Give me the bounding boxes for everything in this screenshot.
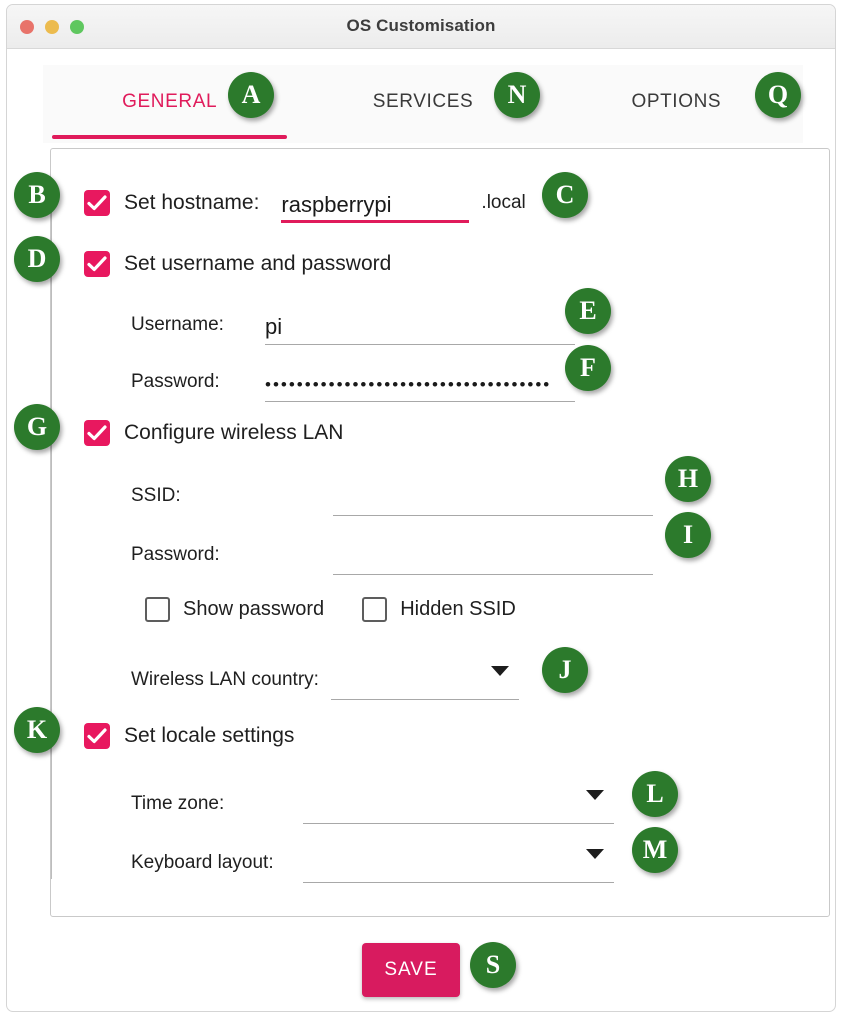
annotation-marker-q: Q [755, 72, 801, 118]
annotation-marker-m: M [632, 827, 678, 873]
user-password-input-value: •••••••••••••••••••••••••••••••••••• [265, 376, 552, 394]
timezone-dropdown[interactable] [303, 784, 614, 824]
annotation-marker-c: C [542, 172, 588, 218]
username-input-value: pi [265, 316, 283, 339]
set-hostname-checkbox[interactable] [84, 190, 110, 216]
set-username-password-row: Set username and password [84, 251, 391, 277]
annotation-marker-b: B [14, 172, 60, 218]
ssid-input-underline [333, 515, 653, 516]
annotation-marker-h: H [665, 456, 711, 502]
close-button[interactable] [20, 20, 34, 34]
set-username-password-checkbox[interactable] [84, 251, 110, 277]
window-title: OS Customisation [346, 16, 496, 35]
wifi-password-label: Password: [131, 544, 220, 565]
timezone-label: Time zone: [131, 793, 225, 814]
user-password-row: Password: ••••••••••••••••••••••••••••••… [131, 362, 641, 402]
annotation-marker-s: S [470, 942, 516, 988]
annotation-marker-g: G [14, 404, 60, 450]
save-button[interactable]: SAVE [362, 943, 460, 997]
timezone-underline [303, 823, 614, 824]
username-input-underline [265, 344, 575, 345]
annotation-marker-l: L [632, 771, 678, 817]
user-password-input-underline [265, 401, 575, 402]
timezone-row: Time zone: [131, 784, 614, 824]
tab-options-label: OPTIONS [631, 91, 722, 112]
ssid-label: SSID: [131, 485, 181, 506]
hostname-input-value: raspberrypi [281, 194, 392, 217]
user-password-label: Password: [131, 371, 220, 392]
annotation-marker-f: F [565, 345, 611, 391]
show-password-checkbox[interactable] [145, 597, 170, 622]
keyboard-layout-underline [303, 882, 614, 883]
minimise-button[interactable] [45, 20, 59, 34]
ssid-row: SSID: [131, 476, 711, 516]
general-settings-panel: Set hostname: raspberrypi .local Set use… [50, 148, 830, 917]
hidden-ssid-label: Hidden SSID [400, 598, 516, 620]
chevron-down-icon [586, 790, 604, 800]
configure-wireless-lan-row: Configure wireless LAN [84, 420, 343, 446]
hostname-input-underline [281, 220, 470, 223]
keyboard-layout-row: Keyboard layout: [131, 843, 614, 883]
wireless-country-dropdown[interactable] [330, 660, 519, 700]
tab-bar: GENERAL SERVICES OPTIONS [43, 65, 803, 143]
annotation-marker-d: D [14, 236, 60, 282]
wifi-password-input[interactable] [333, 535, 653, 575]
set-hostname-row: Set hostname: raspberrypi .local [84, 183, 526, 223]
set-locale-settings-label: Set locale settings [124, 724, 295, 747]
indent-guide-line [51, 179, 52, 879]
tab-general-label: GENERAL [122, 91, 218, 112]
wireless-country-underline [330, 699, 519, 700]
username-label: Username: [131, 314, 224, 335]
show-password-label: Show password [183, 598, 325, 620]
os-customisation-window: OS Customisation GENERAL SERVICES OPTION… [6, 4, 836, 1012]
set-locale-settings-row: Set locale settings [84, 723, 294, 749]
tab-general[interactable]: GENERAL [43, 65, 296, 143]
user-password-input[interactable]: •••••••••••••••••••••••••••••••••••• [265, 362, 575, 402]
tab-services-label: SERVICES [372, 91, 474, 112]
wifi-password-input-underline [333, 574, 653, 575]
configure-wireless-lan-label: Configure wireless LAN [124, 421, 344, 444]
keyboard-layout-dropdown[interactable] [303, 843, 614, 883]
hostname-input[interactable]: raspberrypi [281, 183, 470, 223]
hidden-ssid-checkbox[interactable] [362, 597, 388, 622]
username-input[interactable]: pi [265, 305, 575, 345]
annotation-marker-j: J [542, 647, 588, 693]
wireless-country-row: Wireless LAN country: [131, 660, 519, 700]
ssid-input[interactable] [333, 476, 653, 516]
wireless-toggles-row: Show password Hidden SSID [145, 597, 516, 622]
set-locale-settings-checkbox[interactable] [84, 723, 110, 749]
tab-options[interactable]: OPTIONS [550, 65, 803, 143]
wifi-password-row: Password: [131, 535, 711, 575]
set-username-password-label: Set username and password [124, 252, 392, 275]
annotation-marker-k: K [14, 707, 60, 753]
wireless-country-label: Wireless LAN country: [131, 669, 319, 690]
window-titlebar: OS Customisation [7, 5, 835, 49]
username-row: Username: pi [131, 305, 641, 345]
configure-wireless-lan-checkbox[interactable] [84, 420, 110, 446]
hostname-suffix: .local [481, 192, 526, 213]
maximise-button[interactable] [70, 20, 84, 34]
annotation-marker-a: A [228, 72, 274, 118]
tab-services[interactable]: SERVICES [296, 65, 549, 143]
annotation-marker-e: E [565, 288, 611, 334]
annotation-marker-i: I [665, 512, 711, 558]
chevron-down-icon [490, 666, 509, 676]
set-hostname-label: Set hostname: [124, 191, 260, 214]
chevron-down-icon [586, 849, 604, 859]
annotation-marker-n: N [494, 72, 540, 118]
keyboard-layout-label: Keyboard layout: [131, 852, 274, 873]
